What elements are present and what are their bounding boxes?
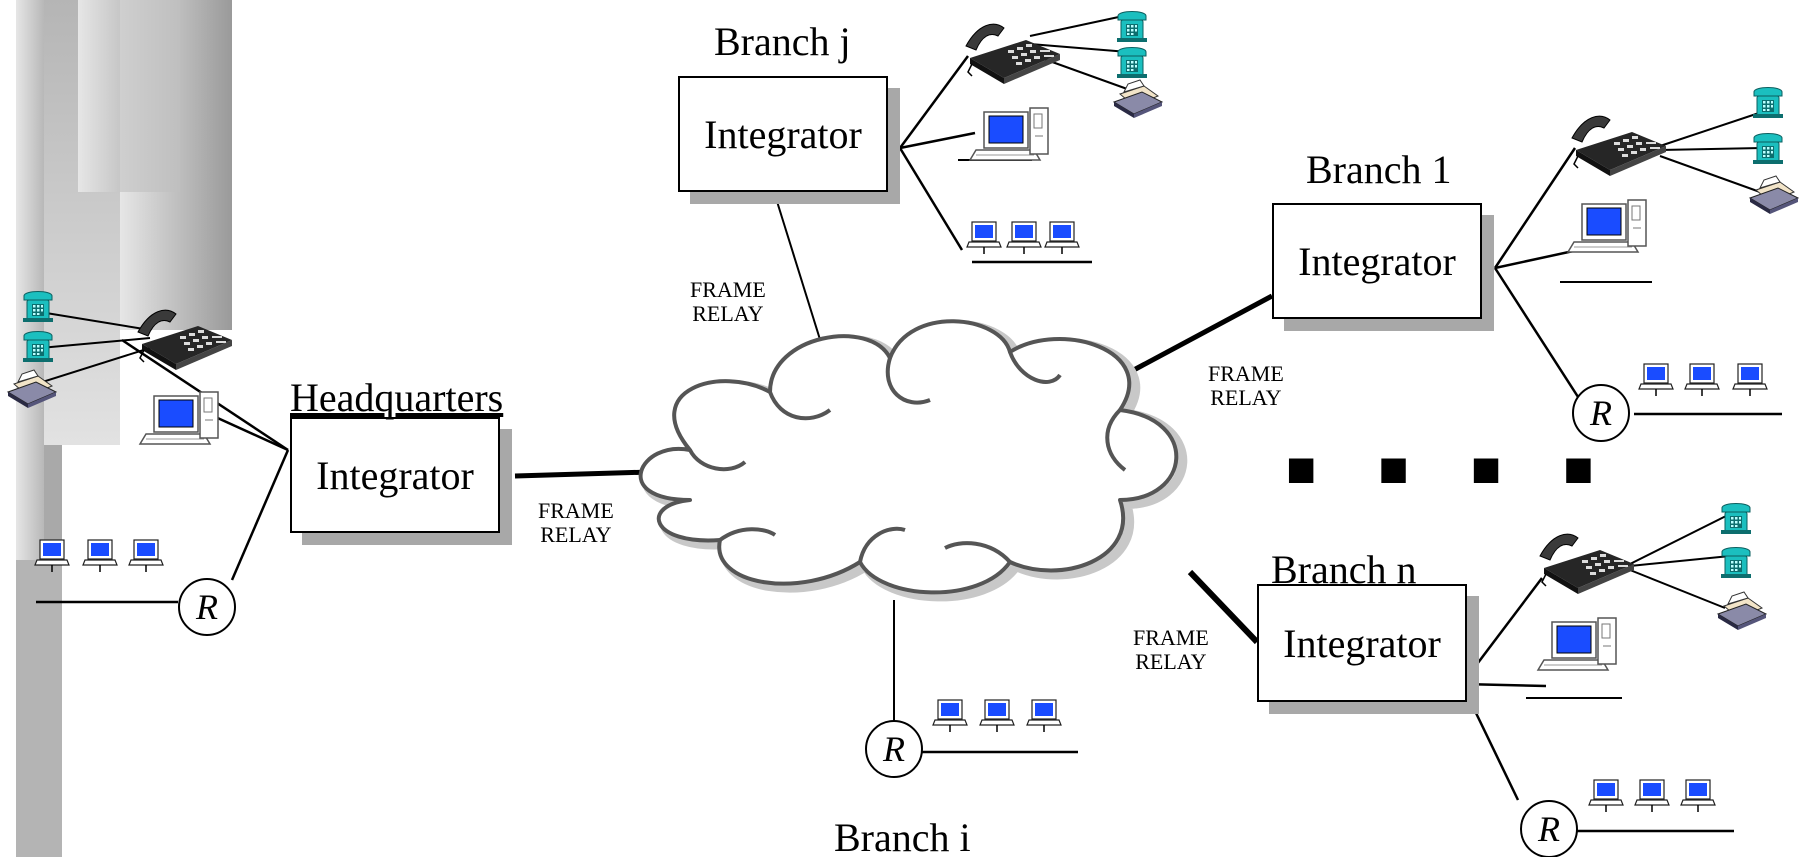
telephone-icon — [1752, 87, 1784, 119]
lan-pc-icon — [966, 221, 1002, 255]
telephone-icon — [1116, 47, 1148, 79]
branch-1-router-icon: R — [1572, 384, 1630, 442]
telephone-icon — [22, 331, 54, 363]
branch-n-router-icon: R — [1520, 800, 1578, 857]
pbx-telephone-icon — [1539, 533, 1635, 595]
pbx-telephone-icon — [1571, 115, 1667, 177]
lan-pc-icon — [1588, 779, 1624, 813]
branch-n-integrator-box: Integrator — [1257, 584, 1467, 702]
fax-icon — [1749, 175, 1799, 215]
more-branches-ellipsis: ■ ■ ■ ■ — [1286, 449, 1620, 487]
hq-integrator-label: Integrator — [316, 452, 474, 498]
lan-pc-icon — [1044, 221, 1080, 255]
workstation-icon — [139, 391, 219, 445]
branch-j-title: Branch j — [714, 19, 851, 64]
hq-title: Headquarters — [290, 375, 504, 420]
branch-n-integrator-label: Integrator — [1283, 620, 1441, 666]
telephone-icon — [1116, 11, 1148, 43]
lan-pc-icon — [1684, 363, 1720, 397]
branch-j-integrator-box: Integrator — [678, 76, 888, 192]
lan-pc-icon — [82, 539, 118, 573]
telephone-icon — [1752, 133, 1784, 165]
lan-pc-icon — [1680, 779, 1716, 813]
lan-pc-icon — [1026, 699, 1062, 733]
building-backdrop — [16, 0, 232, 857]
workstation-icon — [1537, 617, 1617, 671]
branch-j-integrator-label: Integrator — [704, 111, 862, 157]
branch-1-title: Branch 1 — [1306, 147, 1452, 192]
workstation-icon — [1567, 199, 1647, 253]
connection-lines — [35, 14, 1782, 833]
hq-router-icon: R — [178, 578, 236, 636]
fax-icon — [1113, 79, 1163, 119]
lan-pc-icon — [1634, 779, 1670, 813]
fax-icon — [1717, 591, 1767, 631]
branch-1-integrator-label: Integrator — [1298, 238, 1456, 284]
telephone-icon — [1720, 503, 1752, 535]
telephone-icon — [1720, 547, 1752, 579]
hq-integrator-box: Integrator — [290, 417, 500, 533]
workstation-icon — [969, 107, 1049, 161]
lan-pc-icon — [932, 699, 968, 733]
lan-pc-icon — [128, 539, 164, 573]
lan-pc-icon — [1732, 363, 1768, 397]
lan-pc-icon — [1638, 363, 1674, 397]
branch-i-title: Branch i — [834, 815, 971, 857]
branch-1-integrator-box: Integrator — [1272, 203, 1482, 319]
branch-n-title: Branch n — [1271, 547, 1417, 592]
telephone-icon — [22, 291, 54, 323]
branch-i-router-icon: R — [865, 720, 923, 778]
lan-pc-icon — [979, 699, 1015, 733]
frame-relay-cloud-outline — [638, 319, 1179, 595]
lan-pc-icon — [1006, 221, 1042, 255]
